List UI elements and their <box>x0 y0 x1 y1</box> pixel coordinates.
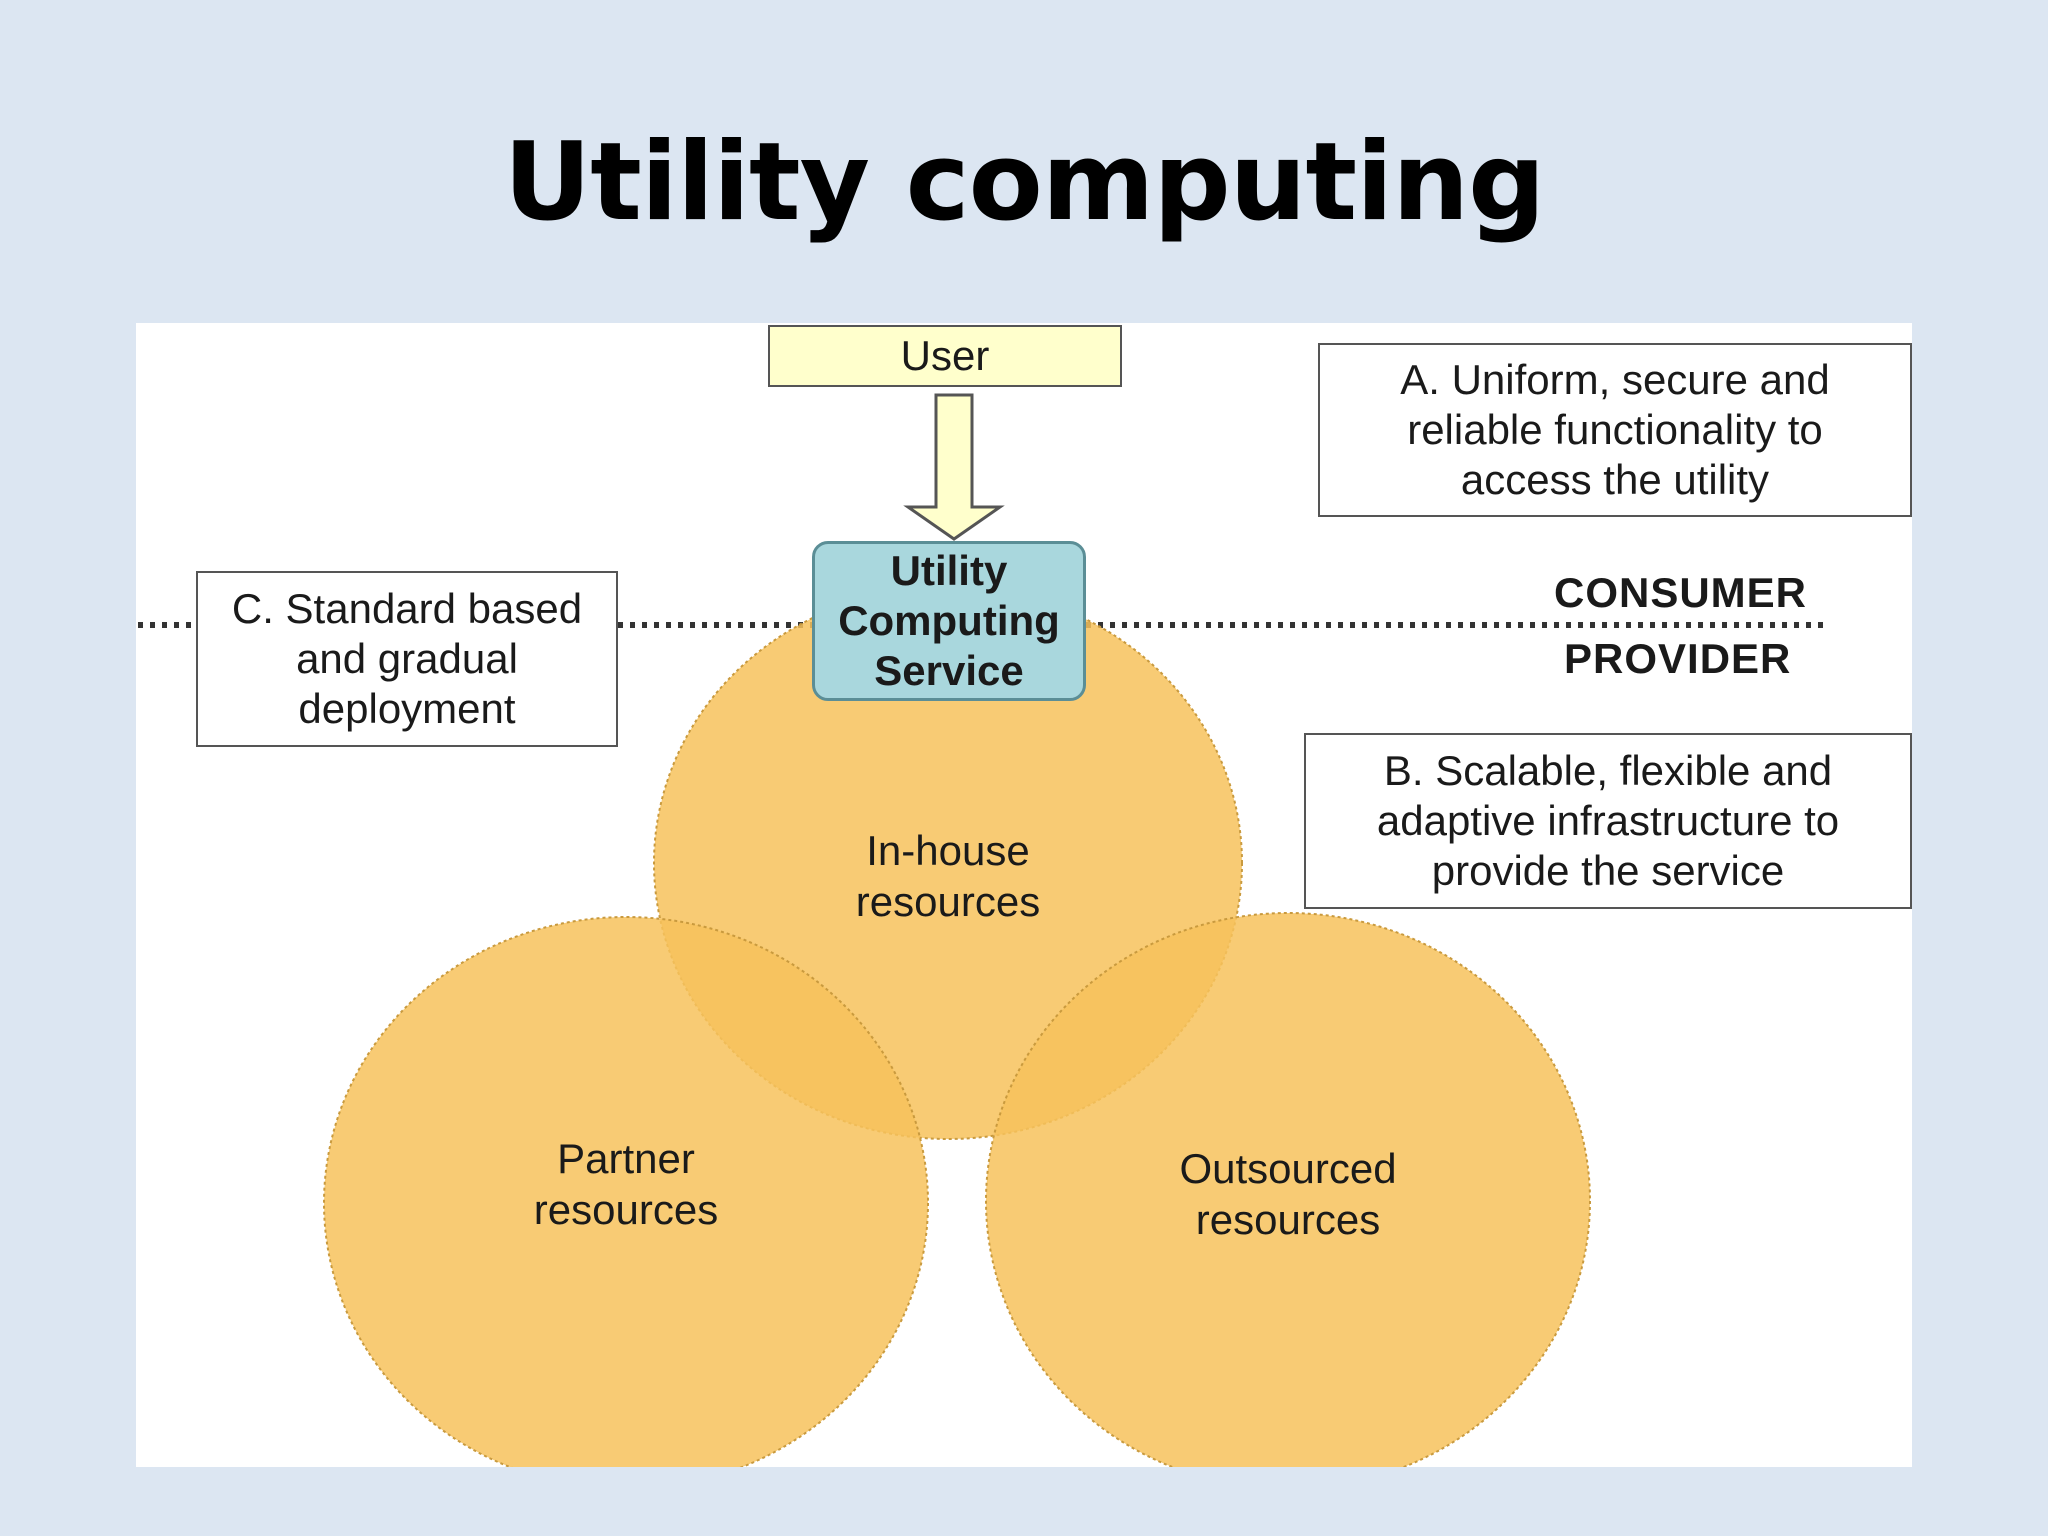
utility-computing-service-box: Utility Computing Service <box>812 541 1086 701</box>
note-c-box: C. Standard based and gradual deployment <box>196 571 618 747</box>
user-to-service-arrow <box>903 393 1005 541</box>
partner-resources-circle <box>323 916 929 1467</box>
provider-label: PROVIDER <box>1564 635 1792 682</box>
note-b-box: B. Scalable, flexible and adaptive infra… <box>1304 733 1912 909</box>
in-house-resources-label: In-house resources <box>855 827 1041 925</box>
outsourced-resources-circle <box>985 912 1591 1467</box>
consumer-label: CONSUMER <box>1554 569 1808 616</box>
partner-resources-label: Partner resources <box>533 1135 719 1233</box>
user-box: User <box>768 325 1122 387</box>
diagram-canvas <box>138 393 1830 1467</box>
diagram-panel: User A. Uniform, secure and reliable fun… <box>136 323 1912 1467</box>
slide-title: Utility computing <box>503 120 1546 245</box>
outsourced-resources-label: Outsourced resources <box>1179 1145 1397 1243</box>
note-a-box: A. Uniform, secure and reliable function… <box>1318 343 1912 517</box>
